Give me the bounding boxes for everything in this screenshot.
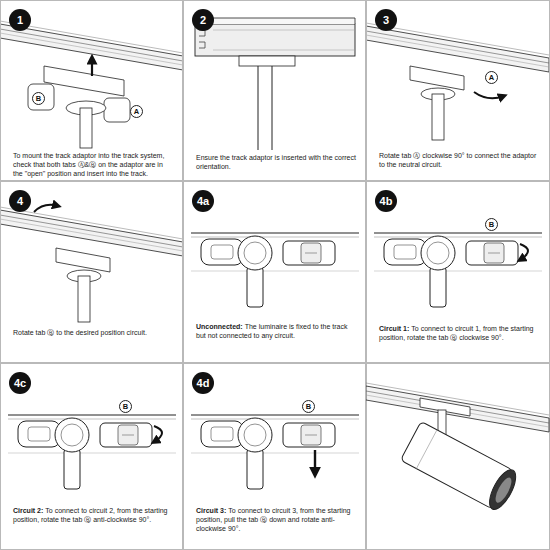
caption-text: Ensure the track adaptor is inserted wit… [196,154,356,170]
step-number: 3 [375,9,397,31]
step-panel: Ensure the track adaptor is inserted wit… [183,0,366,181]
tab-letter: B [489,220,494,229]
step-number: 4d [192,372,214,394]
step-caption: Rotate tab Ⓐ clockwise 90° to connect th… [379,151,541,169]
tab-letter: A [134,107,139,116]
step-caption: Circuit 2:To connect to circuit 2, from … [13,506,174,524]
step-panel: Circuit 1:To connect to circuit 1, from … [366,181,550,363]
step-panel: Circuit 2:To connect to circuit 2, from … [0,363,183,550]
step-number: 4 [9,190,31,212]
tab-marker: A [130,105,143,118]
step-number-text: 4c [14,377,26,389]
step-number-text: 4a [197,195,209,207]
tab-letter: B [123,402,128,411]
caption-heading: Circuit 3: [196,507,226,514]
step-caption: Circuit 1:To connect to circuit 1, from … [379,324,541,342]
step-caption: Rotate tab Ⓑ to the desired position cir… [13,328,174,337]
step-number-text: 4d [197,377,210,389]
step-panel: Unconnected:The luminaire is fixed to th… [183,181,366,363]
step-panel: Rotate tab Ⓑ to the desired position cir… [0,181,183,363]
tab-marker: B [302,400,315,413]
step-caption: Unconnected:The luminaire is fixed to th… [196,322,357,340]
step-caption: Ensure the track adaptor is inserted wit… [196,153,357,171]
tab-marker: B [119,400,132,413]
step-number: 1 [9,9,31,31]
step-number: 4b [375,190,397,212]
step-caption: Circuit 3:To connect to circuit 3, from … [196,506,357,534]
step-number: 4c [9,372,31,394]
caption-heading: Unconnected: [196,323,243,330]
caption-text: Rotate tab Ⓐ clockwise 90° to connect th… [379,152,536,168]
step-number-text: 2 [200,14,206,26]
step-number: 4a [192,190,214,212]
step-panel: Rotate tab Ⓐ clockwise 90° to connect th… [366,0,550,181]
caption-text: Rotate tab Ⓑ to the desired position cir… [13,329,147,336]
tab-marker: A [485,71,498,84]
tab-marker: B [32,92,45,105]
tab-letter: B [36,94,41,103]
caption-text: To mount the track adaptor into the trac… [13,152,164,177]
step-number-text: 1 [17,14,23,26]
step-caption: To mount the track adaptor into the trac… [13,151,174,179]
tab-letter: B [306,402,311,411]
caption-heading: Circuit 2: [13,507,43,514]
tab-marker: B [485,218,498,231]
step-number: 2 [192,9,214,31]
step-number-text: 4b [380,195,393,207]
step-panel: To mount the track adaptor into the trac… [0,0,183,181]
caption-heading: Circuit 1: [379,325,409,332]
step-panel: Circuit 3:To connect to circuit 3, from … [183,363,366,550]
step-number-text: 4 [17,195,23,207]
step-number-text: 3 [383,14,389,26]
tab-letter: A [489,73,494,82]
